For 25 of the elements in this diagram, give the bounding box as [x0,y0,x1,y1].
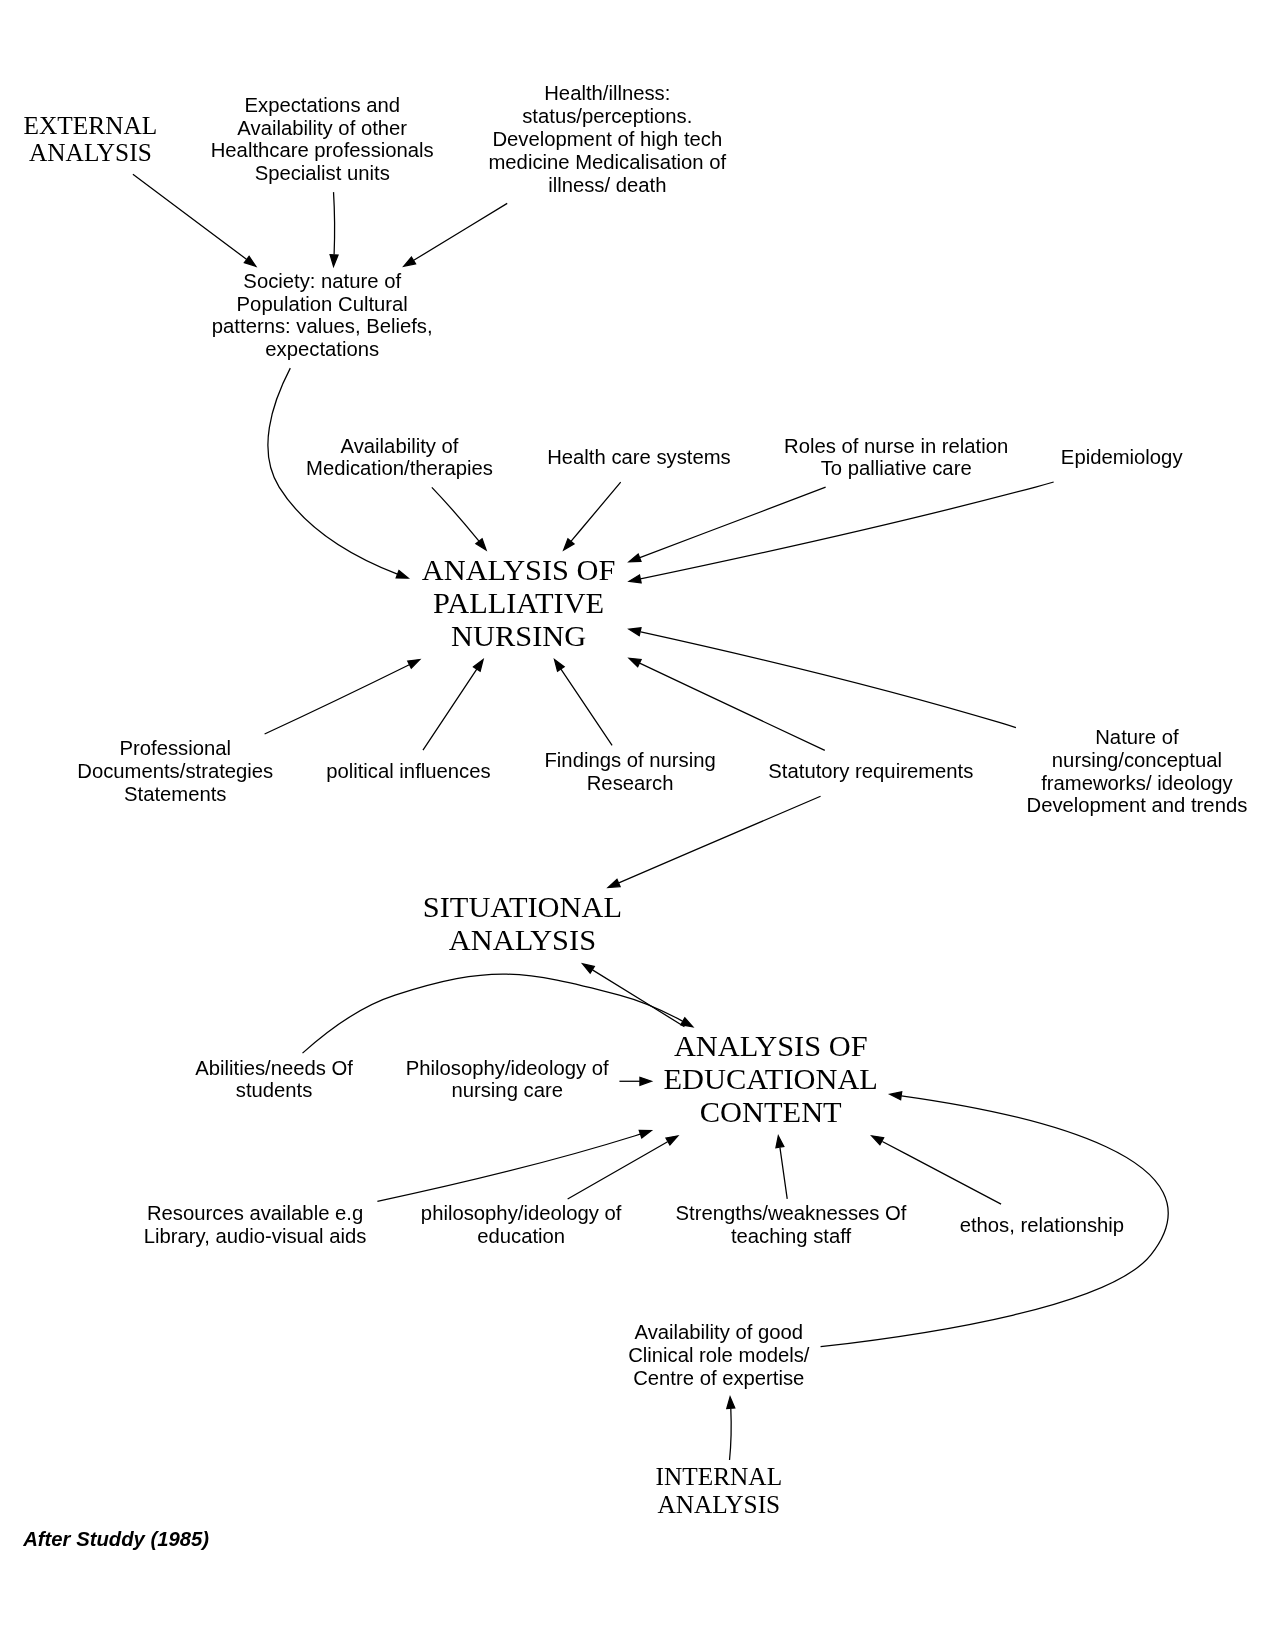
node-text: political influences [326,760,491,783]
node-text: ANALYSIS OF PALLIATIVE NURSING [421,552,616,653]
node-text: philosophy/ideology of education [420,1202,622,1248]
node-text: Philosophy/ideology of nursing care [405,1056,609,1102]
node-text: Epidemiology [1060,445,1183,468]
node-text: Resources available e.g Library, audio-visual aids [143,1202,367,1248]
node-text: Health/illness: status/perceptions. Development of high tech medicine Medicalisation of illness/ death [488,82,727,196]
node-text: Statutory requirements [768,760,974,783]
node-text: ANALYSIS OF EDUCATIONAL CONTENT [663,1029,878,1130]
node-text: Health care systems [547,445,731,468]
node-text: Strengths/weaknesses Of teaching staff [675,1202,907,1248]
node-text: SITUATIONAL ANALYSIS [422,889,623,957]
node-text: Availability of Medication/therapies [306,434,494,480]
node-text: Abilities/needs Of students [195,1056,353,1102]
node-text: Expectations and Availability of other Healthcare professionals Specialist units [210,93,434,185]
node-text: Nature of nursing/conceptual frameworks/ ideology Development and trends [1026,725,1248,817]
caption: After Studdy (1985) [23,1528,210,1551]
node-text: Availability of good Clinical role models/ Centre of expertise [628,1321,810,1390]
node-text: Professional Documents/strategies Statements [77,737,274,806]
node-text: Findings of nursing Research [544,748,716,794]
node-text: INTERNAL ANALYSIS [655,1462,783,1519]
node-text: Society: nature of Population Cultural patterns: values, Beliefs, expectations [211,269,433,361]
node-text: EXTERNAL ANALYSIS [23,110,158,167]
node-text: ethos, relationship [959,1213,1125,1236]
node-text: Roles of nurse in relation To palliative care [784,434,1009,480]
